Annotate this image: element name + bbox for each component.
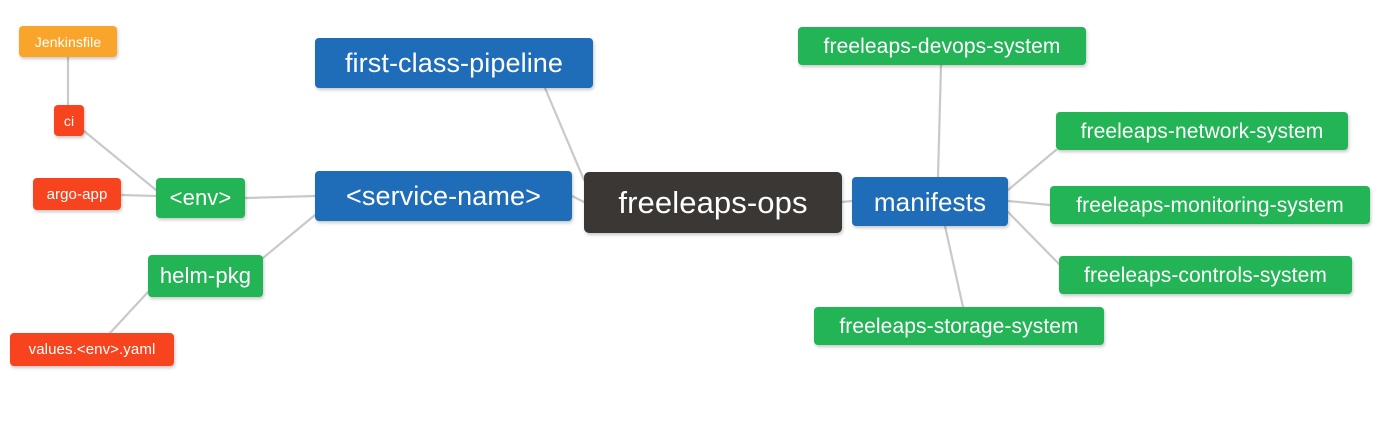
node-label: freeleaps-ops: [618, 185, 808, 220]
edge-manifests-to-storage: [943, 224, 965, 309]
mindmap-node-root[interactable]: freeleaps-ops: [584, 172, 842, 233]
node-label: Jenkinsfile: [34, 33, 102, 50]
mindmap-node-ci[interactable]: ci: [54, 105, 84, 136]
mindmap-node-controls[interactable]: freeleaps-controls-system: [1059, 256, 1352, 294]
node-label: <env>: [169, 185, 232, 210]
edge-manifests-to-network: [1006, 148, 1058, 192]
node-label: freeleaps-devops-system: [823, 34, 1061, 58]
node-label: helm-pkg: [159, 263, 252, 288]
node-label: freeleaps-monitoring-system: [1076, 193, 1344, 217]
edge-helm-to-values: [108, 290, 150, 335]
node-label: argo-app: [46, 185, 108, 203]
mindmap-node-argo[interactable]: argo-app: [33, 178, 121, 210]
mindmap-node-service[interactable]: <service-name>: [315, 171, 572, 221]
edge-env-to-argo: [119, 193, 158, 198]
edge-service-to-env: [243, 194, 317, 200]
node-label: values.<env>.yaml: [28, 341, 156, 358]
edge-manifests-to-devops: [936, 63, 943, 179]
mindmap-node-jenkinsfile[interactable]: Jenkinsfile: [19, 26, 117, 57]
node-label: first-class-pipeline: [344, 47, 564, 78]
mindmap-node-pipeline[interactable]: first-class-pipeline: [315, 38, 593, 88]
edge-manifests-to-monitoring: [1006, 199, 1052, 207]
edge-root-to-service: [570, 194, 586, 204]
node-label: manifests: [873, 186, 987, 217]
mindmap-node-env[interactable]: <env>: [156, 178, 245, 218]
mindmap-node-monitoring[interactable]: freeleaps-monitoring-system: [1050, 186, 1370, 224]
edge-root-to-pipeline: [543, 86, 586, 182]
node-label: freeleaps-network-system: [1080, 119, 1324, 143]
mindmap-node-values[interactable]: values.<env>.yaml: [10, 333, 174, 366]
node-label: <service-name>: [346, 180, 541, 211]
mindmap-node-manifests[interactable]: manifests: [852, 177, 1008, 226]
node-label: freeleaps-storage-system: [839, 314, 1079, 338]
mindmap-node-devops[interactable]: freeleaps-devops-system: [798, 27, 1086, 65]
node-label: freeleaps-controls-system: [1084, 263, 1327, 287]
edge-service-to-helm: [261, 213, 317, 260]
edge-root-to-manifests: [840, 199, 854, 204]
mindmap-node-network[interactable]: freeleaps-network-system: [1056, 112, 1348, 150]
mindmap-node-storage[interactable]: freeleaps-storage-system: [814, 307, 1104, 345]
mindmap-node-helm[interactable]: helm-pkg: [148, 255, 263, 297]
node-label: ci: [63, 112, 75, 129]
